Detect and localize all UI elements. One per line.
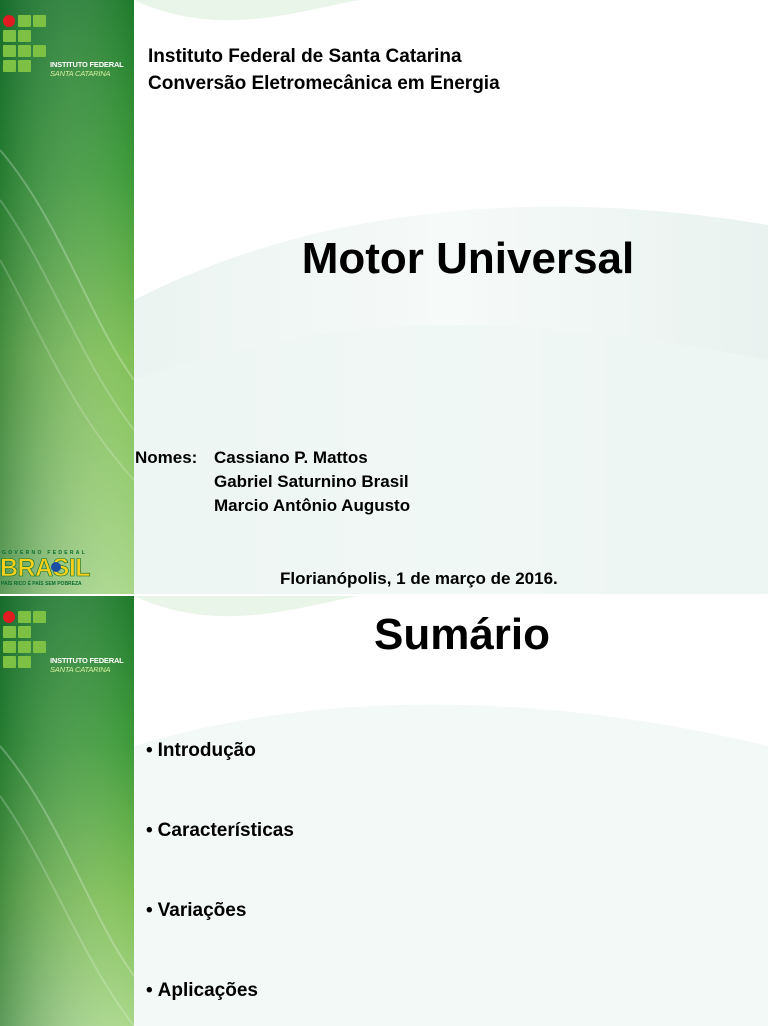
green-sidebar xyxy=(0,596,134,1026)
author-name: Gabriel Saturnino Brasil xyxy=(214,472,409,491)
slide-title: Motor Universal xyxy=(301,234,635,283)
background-swoosh xyxy=(134,596,768,1026)
list-item: •Características xyxy=(146,820,294,900)
list-item: •Aplicações xyxy=(146,980,294,1026)
if-logo: INSTITUTO FEDERAL SANTA CATARINA xyxy=(2,610,127,680)
list-item: •Variações xyxy=(146,900,294,980)
bullet-icon: • xyxy=(146,900,153,921)
bullet-icon: • xyxy=(146,980,153,1001)
if-logo-mark-icon xyxy=(3,15,46,72)
list-item-label: Características xyxy=(157,820,294,841)
institution-name: Instituto Federal de Santa Catarina xyxy=(148,46,462,67)
slide-title: Sumário xyxy=(373,610,551,659)
background-swoosh xyxy=(134,0,768,594)
if-logo-name: INSTITUTO FEDERAL xyxy=(50,60,124,69)
if-logo-text: INSTITUTO FEDERAL SANTA CATARINA xyxy=(50,60,124,78)
summary-slide: INSTITUTO FEDERAL SANTA CATARINA Sumário… xyxy=(0,594,768,1026)
course-name: Conversão Eletromecânica em Energia xyxy=(148,73,500,94)
green-sidebar xyxy=(0,0,134,594)
author-name: Cassiano P. Mattos xyxy=(214,448,368,467)
if-logo-name: INSTITUTO FEDERAL xyxy=(50,656,124,665)
list-item-label: Introdução xyxy=(157,740,256,761)
gov-logo-top: GOVERNO FEDERAL xyxy=(2,550,87,556)
gov-logo-motto: PAÍS RICO É PAÍS SEM POBREZA xyxy=(1,579,82,587)
summary-list: •Introdução •Características •Variações … xyxy=(146,740,294,1026)
names-label: Nomes: xyxy=(135,448,198,467)
list-item-label: Variações xyxy=(157,900,247,921)
governo-federal-brasil-logo: GOVERNO FEDERAL BRASIL PAÍS RICO É PAÍS … xyxy=(0,550,91,587)
if-logo-campus: SANTA CATARINA xyxy=(50,69,111,78)
names-list: Cassiano P. Mattos Gabriel Saturnino Bra… xyxy=(214,446,410,518)
bullet-icon: • xyxy=(146,820,153,841)
if-logo-text: INSTITUTO FEDERAL SANTA CATARINA xyxy=(50,656,124,674)
brasil-globe-icon xyxy=(51,562,61,572)
gov-logo-word: BRASIL xyxy=(0,554,90,582)
list-item: •Introdução xyxy=(146,740,294,820)
bullet-icon: • xyxy=(146,740,153,761)
if-logo-mark-icon xyxy=(3,611,46,668)
presentation-date: Florianópolis, 1 de março de 2016. xyxy=(280,569,558,588)
if-logo: INSTITUTO FEDERAL SANTA CATARINA xyxy=(2,14,127,84)
list-item-label: Aplicações xyxy=(157,980,258,1001)
title-slide: INSTITUTO FEDERAL SANTA CATARINA Institu… xyxy=(0,0,768,594)
author-name: Marcio Antônio Augusto xyxy=(214,496,411,515)
if-logo-campus: SANTA CATARINA xyxy=(50,665,111,674)
